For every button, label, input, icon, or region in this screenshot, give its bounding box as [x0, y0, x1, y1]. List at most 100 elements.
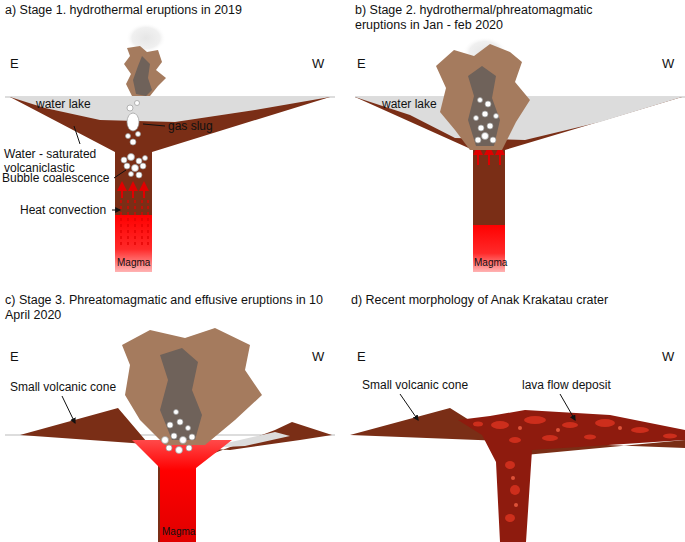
- panel-c: [5, 328, 335, 542]
- callout-label: Heat convection: [20, 203, 106, 217]
- lava-texture: [542, 435, 558, 441]
- heat-arrows: [132, 186, 134, 198]
- lava-texture: [510, 485, 520, 495]
- heat-arrows: [488, 150, 490, 165]
- bubbles: [127, 113, 139, 131]
- heat-convection-lines: [141, 200, 142, 245]
- heat-convection-lines: [127, 200, 128, 245]
- panel-title: a) Stage 1. hydrothermal eruptions in 20…: [5, 3, 335, 18]
- direction-label: E: [357, 349, 366, 365]
- bubbles: [167, 422, 173, 428]
- bubbles: [140, 163, 146, 169]
- ash-core: [160, 348, 202, 440]
- magma-label: Magma: [474, 257, 507, 269]
- lava-texture: [584, 435, 596, 440]
- direction-label: E: [10, 349, 19, 365]
- bubbles: [126, 134, 131, 139]
- heat-arrows: [477, 150, 479, 165]
- lake-label: water lake: [36, 97, 91, 111]
- bubbles: [136, 132, 141, 137]
- direction-label: E: [357, 56, 366, 72]
- heat-arrows: [478, 150, 500, 165]
- ash-core: [133, 56, 152, 96]
- leader-lines: [74, 124, 165, 210]
- bubbles: [121, 101, 148, 179]
- bubbles: [485, 101, 491, 107]
- lava-texture: [473, 422, 483, 427]
- bubbles: [490, 137, 496, 143]
- panel-title: c) Stage 3. Phreatomagmatic and effusive…: [5, 293, 330, 323]
- lake-label: water lake: [382, 97, 437, 111]
- panel-title: b) Stage 2. hydrothermal/phreatomagmatic…: [355, 3, 630, 33]
- lava-texture: [631, 427, 649, 433]
- direction-label: W: [312, 349, 324, 365]
- bubbles: [177, 419, 183, 425]
- leader-lines: [114, 170, 126, 178]
- bubbles: [176, 447, 183, 454]
- lava-texture: [562, 422, 578, 428]
- bubbles: [180, 437, 187, 444]
- panel-b: [355, 37, 685, 272]
- lava-texture: [524, 416, 546, 424]
- leader-lines: [400, 394, 418, 420]
- lava-highlights: [514, 503, 518, 507]
- bubbles: [171, 433, 177, 439]
- direction-label: E: [10, 56, 19, 72]
- bubbles: [124, 163, 130, 169]
- lava-highlights: [518, 426, 522, 430]
- volcanic-cone: [350, 408, 685, 542]
- bubbles: [132, 165, 139, 172]
- lava-highlights: [511, 426, 622, 507]
- bubbles: [166, 445, 172, 451]
- bubbles: [128, 154, 135, 161]
- direction-label: W: [662, 349, 674, 365]
- lava-highlights: [556, 428, 560, 432]
- callout-label: gas slug: [168, 119, 213, 133]
- lava-texture: [491, 421, 509, 429]
- bubbles: [482, 133, 489, 140]
- bubbles: [129, 172, 134, 177]
- water-lake: [10, 97, 330, 122]
- magma: [132, 440, 232, 542]
- bubbles: [487, 123, 493, 129]
- ash-core: [468, 66, 500, 146]
- bubbles: [130, 139, 136, 145]
- heat-arrows: [121, 186, 123, 198]
- leader-lines: [74, 126, 80, 144]
- heat-arrows: [143, 186, 145, 198]
- bubbles: [136, 158, 142, 164]
- magma-label: Magma: [117, 257, 150, 269]
- panel-a: [5, 23, 335, 272]
- callout-label: Bubble coalescence: [2, 171, 109, 185]
- bubbles: [494, 114, 499, 119]
- leader-line: [62, 396, 75, 423]
- lava-texture: [509, 437, 521, 443]
- leader-lines: [560, 394, 575, 420]
- bubbles: [475, 137, 481, 143]
- heat-arrows: [122, 186, 144, 198]
- heat-convection-lines: [147, 200, 148, 245]
- lava-flow: [458, 410, 685, 542]
- lava-texture: [505, 461, 515, 469]
- bubbles: [174, 410, 179, 415]
- lava-highlights: [618, 426, 622, 430]
- heat-convection-lines: [120, 200, 121, 245]
- magma-label: Magma: [162, 526, 195, 538]
- leader-lines: [143, 124, 165, 126]
- bubbles: [482, 111, 488, 117]
- ash-plume: [122, 328, 262, 445]
- lava-texture: [473, 416, 677, 522]
- lava-texture: [595, 419, 615, 427]
- bubbles: [162, 410, 196, 454]
- bubbles: [186, 445, 192, 451]
- bubbles: [162, 437, 169, 444]
- lava-texture: [663, 434, 677, 439]
- heat-arrows: [499, 150, 501, 165]
- bubbles: [189, 434, 195, 440]
- ash-plume: [436, 44, 530, 150]
- lava-texture: [505, 514, 515, 522]
- bubbles: [478, 98, 483, 103]
- direction-label: W: [662, 56, 674, 72]
